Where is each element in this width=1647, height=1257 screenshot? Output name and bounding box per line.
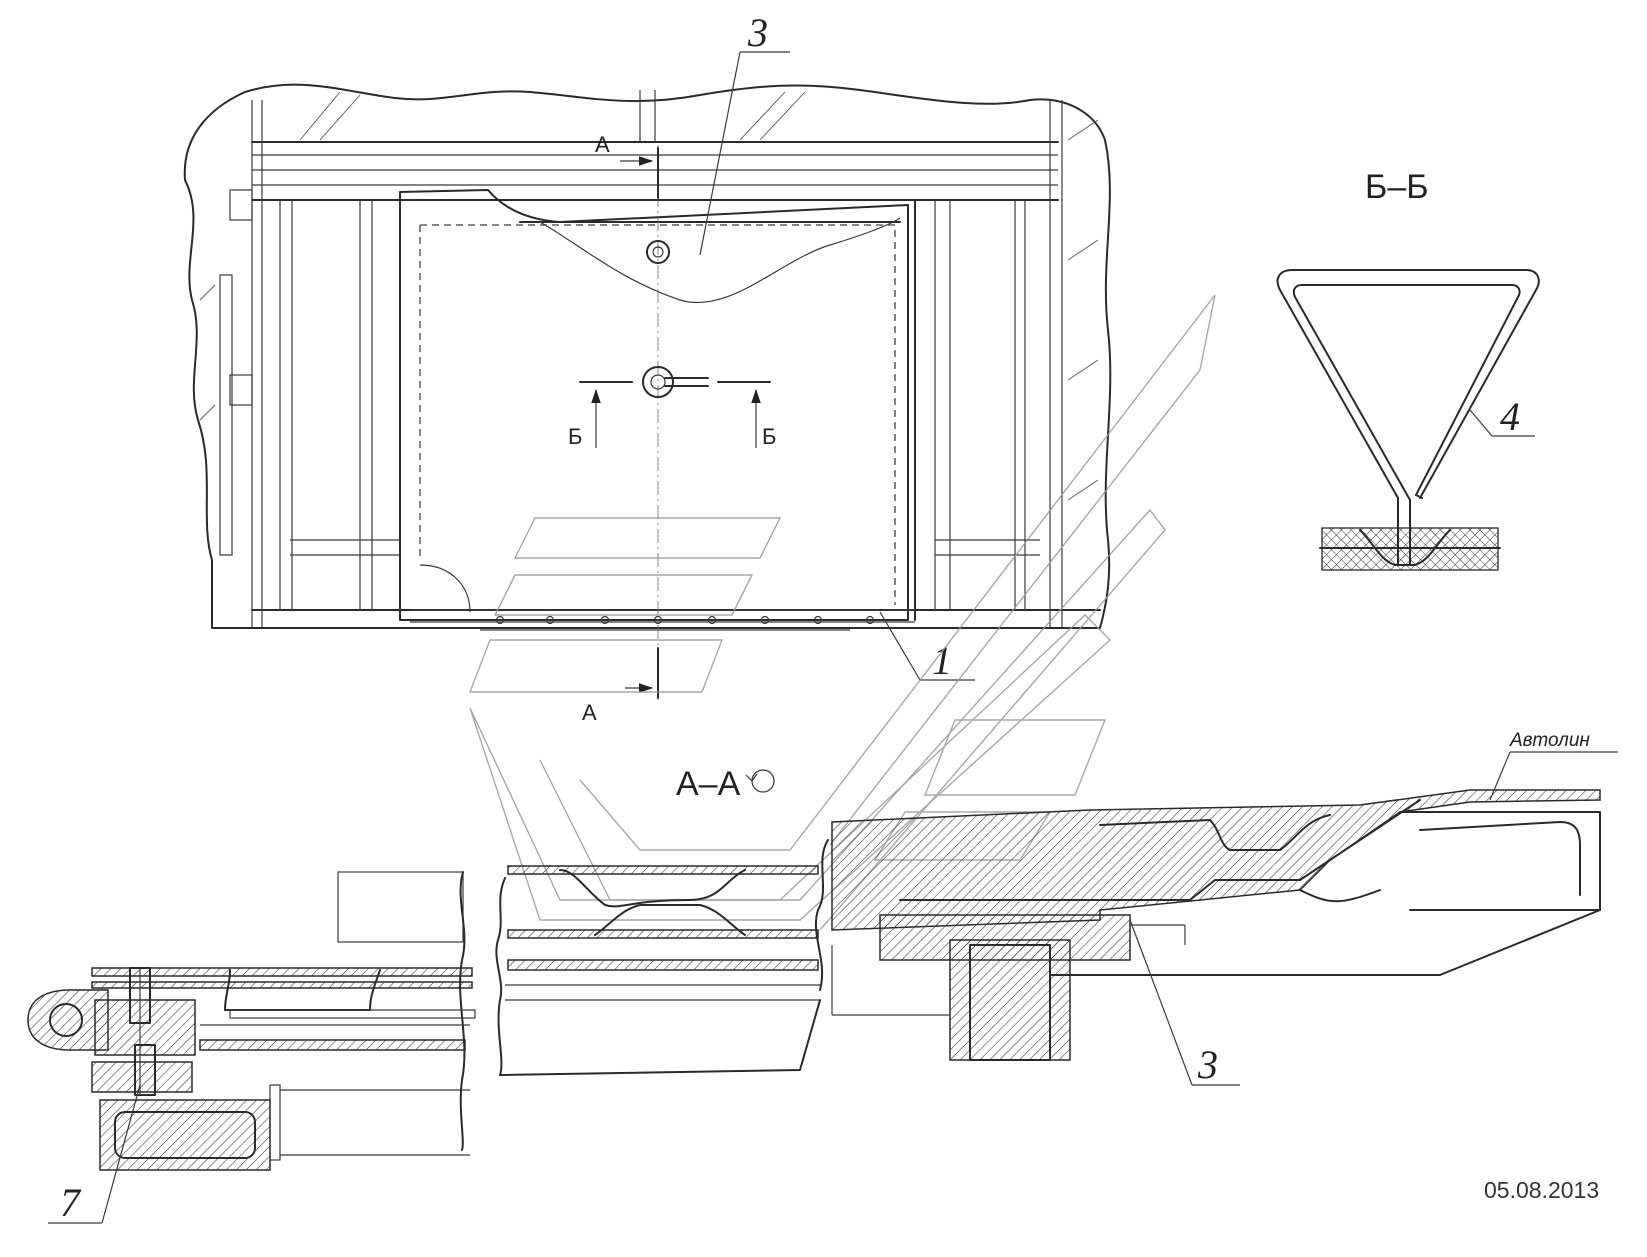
- fastener-row: [495, 615, 875, 625]
- scale-rotation-icon: [751, 769, 775, 793]
- cut-b-left-label: Б: [568, 424, 582, 449]
- section-bb-title: Б–Б: [1365, 168, 1429, 206]
- leader-item-3-top: 3: [699, 10, 790, 256]
- svg-text:3: 3: [1197, 1042, 1218, 1087]
- frame-hatching: [199, 91, 1099, 501]
- leader-item-7: 7: [48, 1084, 141, 1225]
- cutaway-edge: [539, 217, 901, 304]
- leader-material-note: Автолин: [1489, 730, 1618, 801]
- svg-text:4: 4: [1500, 394, 1520, 439]
- triangle-handle: [1276, 269, 1540, 546]
- leader-item-3-bottom: 3: [1129, 919, 1240, 1087]
- watermark-logo: [468, 294, 1216, 931]
- break-outline: [183, 83, 1112, 629]
- leader-item-4: 4: [1469, 394, 1535, 439]
- svg-text:1: 1: [932, 638, 952, 683]
- cut-plane-b: Б Б: [568, 381, 776, 449]
- aa-left-segment: [27, 871, 476, 1171]
- leader-item-1: 1: [879, 611, 975, 683]
- handle-lock: [642, 366, 709, 398]
- aa-middle-segment: [495, 839, 829, 1076]
- hatch-plate: [399, 145, 916, 700]
- cut-a-lower-label: А: [582, 700, 597, 725]
- top-screw: [646, 240, 670, 264]
- svg-text:7: 7: [60, 1180, 82, 1225]
- aa-right-segment: [831, 789, 1601, 1061]
- material-note: Автолин: [1509, 730, 1590, 751]
- cut-a-upper-label: А: [595, 132, 610, 157]
- section-bb: Б–Б 4: [1276, 168, 1540, 571]
- svg-text:3: 3: [747, 10, 768, 55]
- top-view: А А Б Б 3 1: [183, 10, 1112, 725]
- section-aa: А–А: [27, 730, 1618, 1225]
- drawing-date: 05.08.2013: [1484, 1177, 1599, 1203]
- cut-b-right-label: Б: [762, 424, 776, 449]
- section-aa-title: А–А: [676, 765, 741, 803]
- frame-rails: [219, 90, 1101, 628]
- cut-plane-a: А А: [582, 132, 659, 725]
